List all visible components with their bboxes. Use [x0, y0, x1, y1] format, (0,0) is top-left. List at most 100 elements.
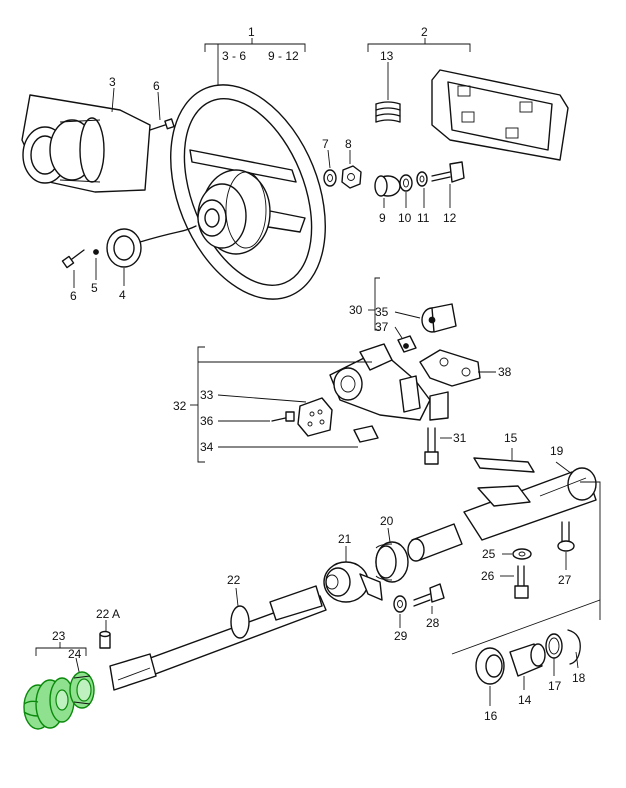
label-22: 22 — [227, 573, 241, 587]
label-9: 9 — [379, 211, 386, 225]
label-26: 26 — [481, 569, 495, 583]
label-12: 12 — [443, 211, 457, 225]
label-7: 7 — [322, 137, 329, 151]
label-6-upper: 6 — [153, 79, 160, 93]
leader-20 — [387, 527, 391, 543]
bracket-group-23 — [35, 642, 87, 656]
bearing-ring-part-24-highlighted[interactable] — [69, 671, 95, 709]
label-1: 1 — [248, 25, 255, 39]
connector-part-34 — [353, 425, 379, 443]
leader-6-upper — [157, 91, 161, 121]
pad-part-2 — [431, 69, 569, 161]
label-8: 8 — [345, 137, 352, 151]
label-37: 37 — [375, 320, 389, 334]
circlip-part-18 — [567, 629, 581, 665]
label-14: 14 — [518, 693, 532, 707]
label-34: 34 — [200, 440, 214, 454]
screw-part-36 — [271, 411, 295, 422]
label-27: 27 — [558, 573, 572, 587]
bracket-part-38 — [419, 349, 481, 421]
label-2: 2 — [421, 25, 428, 39]
washer-part-11 — [416, 171, 428, 187]
label-35: 35 — [375, 305, 389, 319]
label-15: 15 — [504, 431, 518, 445]
bearing-assembly-part-23-highlighted[interactable] — [23, 677, 75, 730]
bracket-group-32 — [190, 346, 372, 463]
bolt-part-12 — [431, 161, 465, 183]
lock-cylinder-part-35 — [421, 303, 457, 333]
leader-37 — [394, 326, 403, 339]
label-1-range-a: 3 - 6 — [222, 49, 246, 63]
label-38: 38 — [498, 365, 512, 379]
column-tube-part-19 — [463, 467, 597, 541]
part-labels: 1 3 - 6 9 - 12 2 3 6 13 7 8 9 10 11 12 6… — [52, 25, 586, 723]
label-30: 30 — [349, 303, 363, 317]
label-16: 16 — [484, 709, 498, 723]
label-20: 20 — [380, 514, 394, 528]
sleeve-part-20b — [407, 523, 463, 562]
label-22a: 22 A — [96, 607, 120, 621]
label-19: 19 — [550, 444, 564, 458]
bearing-part-20 — [375, 541, 409, 583]
spring-part-13 — [375, 101, 401, 123]
label-31: 31 — [453, 431, 467, 445]
screw-part-6-lower — [61, 249, 85, 269]
leader-3 — [111, 87, 115, 113]
bushing-part-14 — [509, 643, 546, 677]
label-10: 10 — [398, 211, 412, 225]
bearing-holder-part-21 — [323, 561, 383, 603]
bolt-part-28 — [413, 583, 445, 607]
bracket-group-19 — [580, 481, 601, 600]
bracket-group-30 — [368, 277, 380, 331]
spring-part-5 — [93, 249, 99, 255]
label-11: 11 — [417, 211, 430, 225]
label-36: 36 — [200, 414, 214, 428]
washer-part-7 — [323, 169, 337, 187]
label-33: 33 — [200, 388, 214, 402]
leader-33 — [217, 394, 307, 403]
label-32: 32 — [173, 399, 187, 413]
bushing-part-9 — [374, 175, 401, 197]
ring-part-17 — [545, 633, 563, 659]
switch-part-33 — [297, 397, 333, 437]
label-28: 28 — [426, 616, 440, 630]
switch-housing-part-32 — [329, 343, 431, 421]
label-18: 18 — [572, 671, 586, 685]
nut-part-8 — [341, 165, 362, 189]
label-24: 24 — [68, 647, 82, 661]
bushing-part-16 — [475, 647, 505, 685]
washer-part-25 — [512, 548, 532, 560]
washer-part-29 — [393, 595, 407, 613]
steering-shaft-part-22 — [109, 585, 327, 691]
label-23: 23 — [52, 629, 66, 643]
label-29: 29 — [394, 629, 408, 643]
leader-22 — [235, 587, 239, 607]
lock-pin-part-37 — [397, 335, 417, 353]
plate-part-15 — [473, 457, 535, 473]
steering-wheel-part-1 — [170, 84, 326, 300]
bracket-group-14-18 — [451, 599, 601, 655]
contact-ring-part-4 — [106, 225, 197, 268]
label-1-range-b: 9 - 12 — [268, 49, 299, 63]
horn-pad-part-3 — [21, 94, 151, 193]
label-5: 5 — [91, 281, 98, 295]
bracket-group-2 — [367, 38, 471, 52]
leader-35 — [394, 311, 421, 319]
washer-part-10 — [399, 174, 413, 192]
label-3: 3 — [109, 75, 116, 89]
bolt-part-31 — [424, 427, 439, 465]
label-17: 17 — [548, 679, 562, 693]
leader-18 — [575, 651, 579, 669]
label-25: 25 — [482, 547, 496, 561]
bolt-part-26 — [514, 565, 529, 599]
label-13: 13 — [380, 49, 394, 63]
screw-part-6-upper — [149, 118, 175, 131]
label-21: 21 — [338, 532, 352, 546]
label-6-lower: 6 — [70, 289, 77, 303]
pin-part-22a — [99, 630, 111, 649]
bolt-part-27 — [557, 521, 575, 552]
leader-7 — [327, 149, 331, 169]
label-4: 4 — [119, 288, 126, 302]
